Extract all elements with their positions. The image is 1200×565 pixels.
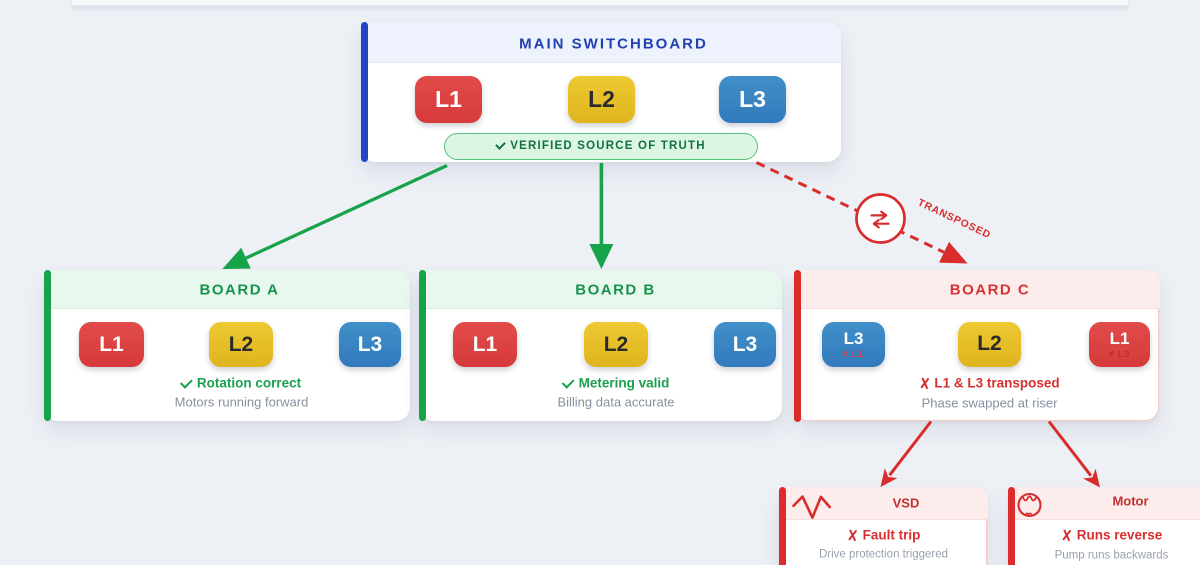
svg-text:TRANSPOSED: TRANSPOSED — [916, 198, 993, 242]
